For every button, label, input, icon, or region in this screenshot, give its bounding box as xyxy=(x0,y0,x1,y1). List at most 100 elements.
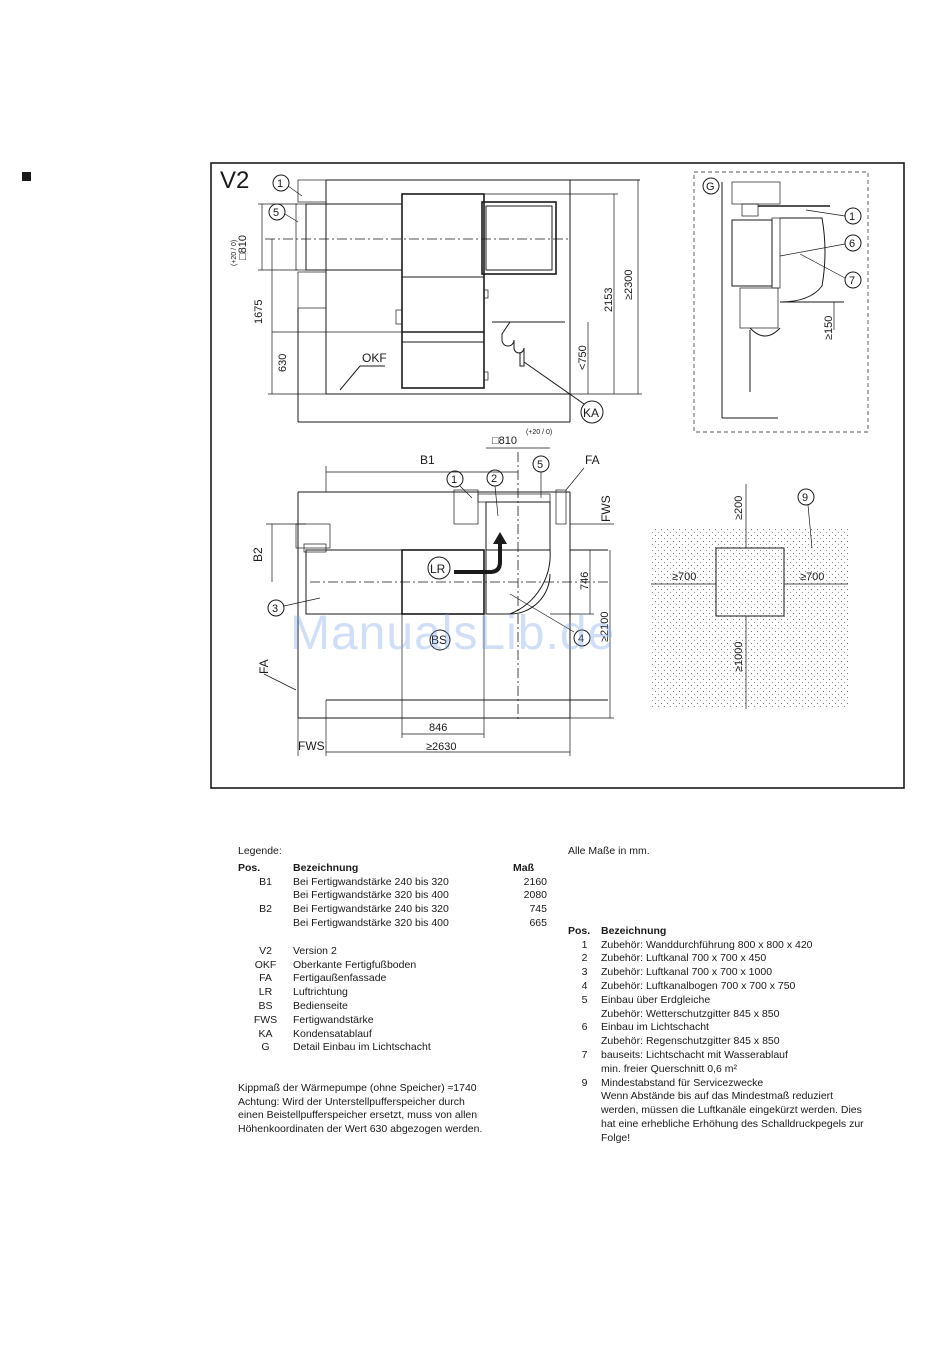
callout-5-plan-text: 5 xyxy=(537,459,543,471)
diagram-frame xyxy=(210,162,905,789)
callout-9-text: 9 xyxy=(802,492,808,504)
wall-lower xyxy=(297,271,327,309)
detail-g-label: G xyxy=(706,181,715,193)
col-desc: Bezeichnung xyxy=(293,861,359,874)
wall-upper xyxy=(297,179,327,203)
bs-callout xyxy=(429,629,451,651)
callout-2-plan-text: 2 xyxy=(491,473,497,485)
unit-footprint xyxy=(715,547,785,617)
dim-tol-side: (+20 / 0) xyxy=(231,240,238,266)
section-bullet xyxy=(22,172,31,181)
dim-746: 746 xyxy=(579,572,591,590)
dim-2300: ≥2300 xyxy=(623,269,635,300)
callout-3-plan xyxy=(267,599,285,617)
dim-2153: 2153 xyxy=(603,288,615,312)
b2-label: B2 xyxy=(251,547,265,562)
weather-grille xyxy=(295,203,307,271)
col-pos: Pos. xyxy=(238,861,261,874)
b1-label: B1 xyxy=(420,453,435,467)
legend-title: Legende: xyxy=(238,845,282,857)
fws-label-right: FWS xyxy=(599,495,613,522)
installation-diagram: V2 OKF KA xyxy=(210,162,905,789)
dim-tol-plan: (+20 / 0) xyxy=(526,429,552,436)
callout-6-detail-text: 6 xyxy=(849,238,855,250)
side-elevation: OKF KA □810 (+20 / 0) 1675 630 <750 2153… xyxy=(231,174,642,424)
callout-1-side-text: 1 xyxy=(277,178,283,190)
dim-700-left: ≥700 xyxy=(672,571,696,583)
detail-g: G ≥150 1 6 7 xyxy=(693,171,869,433)
lr-callout xyxy=(427,556,451,580)
dim-2100: ≥2100 xyxy=(599,611,611,642)
units-note: Alle Maße in mm. xyxy=(568,845,650,857)
dim-810-side: □810 xyxy=(237,235,249,260)
detail-g-frame xyxy=(693,171,869,433)
ka-callout xyxy=(580,400,604,424)
fa-label-left: FA xyxy=(257,659,271,674)
okf-label: OKF xyxy=(362,351,387,365)
version-label: V2 xyxy=(220,167,249,194)
clearance-area xyxy=(651,529,848,709)
detail-g-callout xyxy=(702,177,720,195)
callout-7-detail xyxy=(844,271,862,289)
tilt-note: Kippmaß der Wärmepumpe (ohne Speicher) ≈… xyxy=(238,1082,483,1135)
callout-6-detail xyxy=(844,234,862,252)
callout-1-plan-text: 1 xyxy=(451,474,457,486)
callout-1-plan xyxy=(446,470,464,488)
dim-1000: ≥1000 xyxy=(733,641,745,672)
dim-750: <750 xyxy=(577,345,589,370)
service-clearance: ≥200 ≥700 ≥700 ≥1000 9 xyxy=(651,484,848,709)
dim-810-plan: □810 xyxy=(492,435,517,447)
callout-5-side-text: 5 xyxy=(273,207,279,219)
dim-1675: 1675 xyxy=(253,300,265,324)
fa-label-right: FA xyxy=(585,453,600,467)
callout-5-side xyxy=(268,203,286,221)
plan-view: LR BS FA FA FWS B1 □810 (+20 / 0) B2 74 xyxy=(251,429,614,756)
fws-label-bottom: FWS xyxy=(298,739,325,753)
condensate-drain xyxy=(492,321,525,367)
callout-9 xyxy=(797,488,815,506)
col-mass: Maß xyxy=(513,861,534,874)
callout-7-detail-text: 7 xyxy=(849,275,855,287)
window-frame xyxy=(481,201,557,275)
bs-label: BS xyxy=(431,633,447,647)
dim-2630: ≥2630 xyxy=(426,741,457,753)
callout-4-plan xyxy=(573,629,591,647)
callout-1-detail-text: 1 xyxy=(849,211,855,223)
callout-1-side xyxy=(272,174,290,192)
air-duct-side xyxy=(305,203,403,271)
callout-3-plan-text: 3 xyxy=(272,603,278,615)
dim-200: ≥200 xyxy=(733,496,745,520)
dim-150: ≥150 xyxy=(823,316,835,340)
ka-label: KA xyxy=(583,406,599,420)
dim-700-right: ≥700 xyxy=(800,571,824,583)
heat-pump-unit xyxy=(401,193,485,389)
lr-label: LR xyxy=(430,562,446,576)
col-desc-right: Bezeichnung xyxy=(601,924,667,937)
dim-630: 630 xyxy=(277,354,289,372)
